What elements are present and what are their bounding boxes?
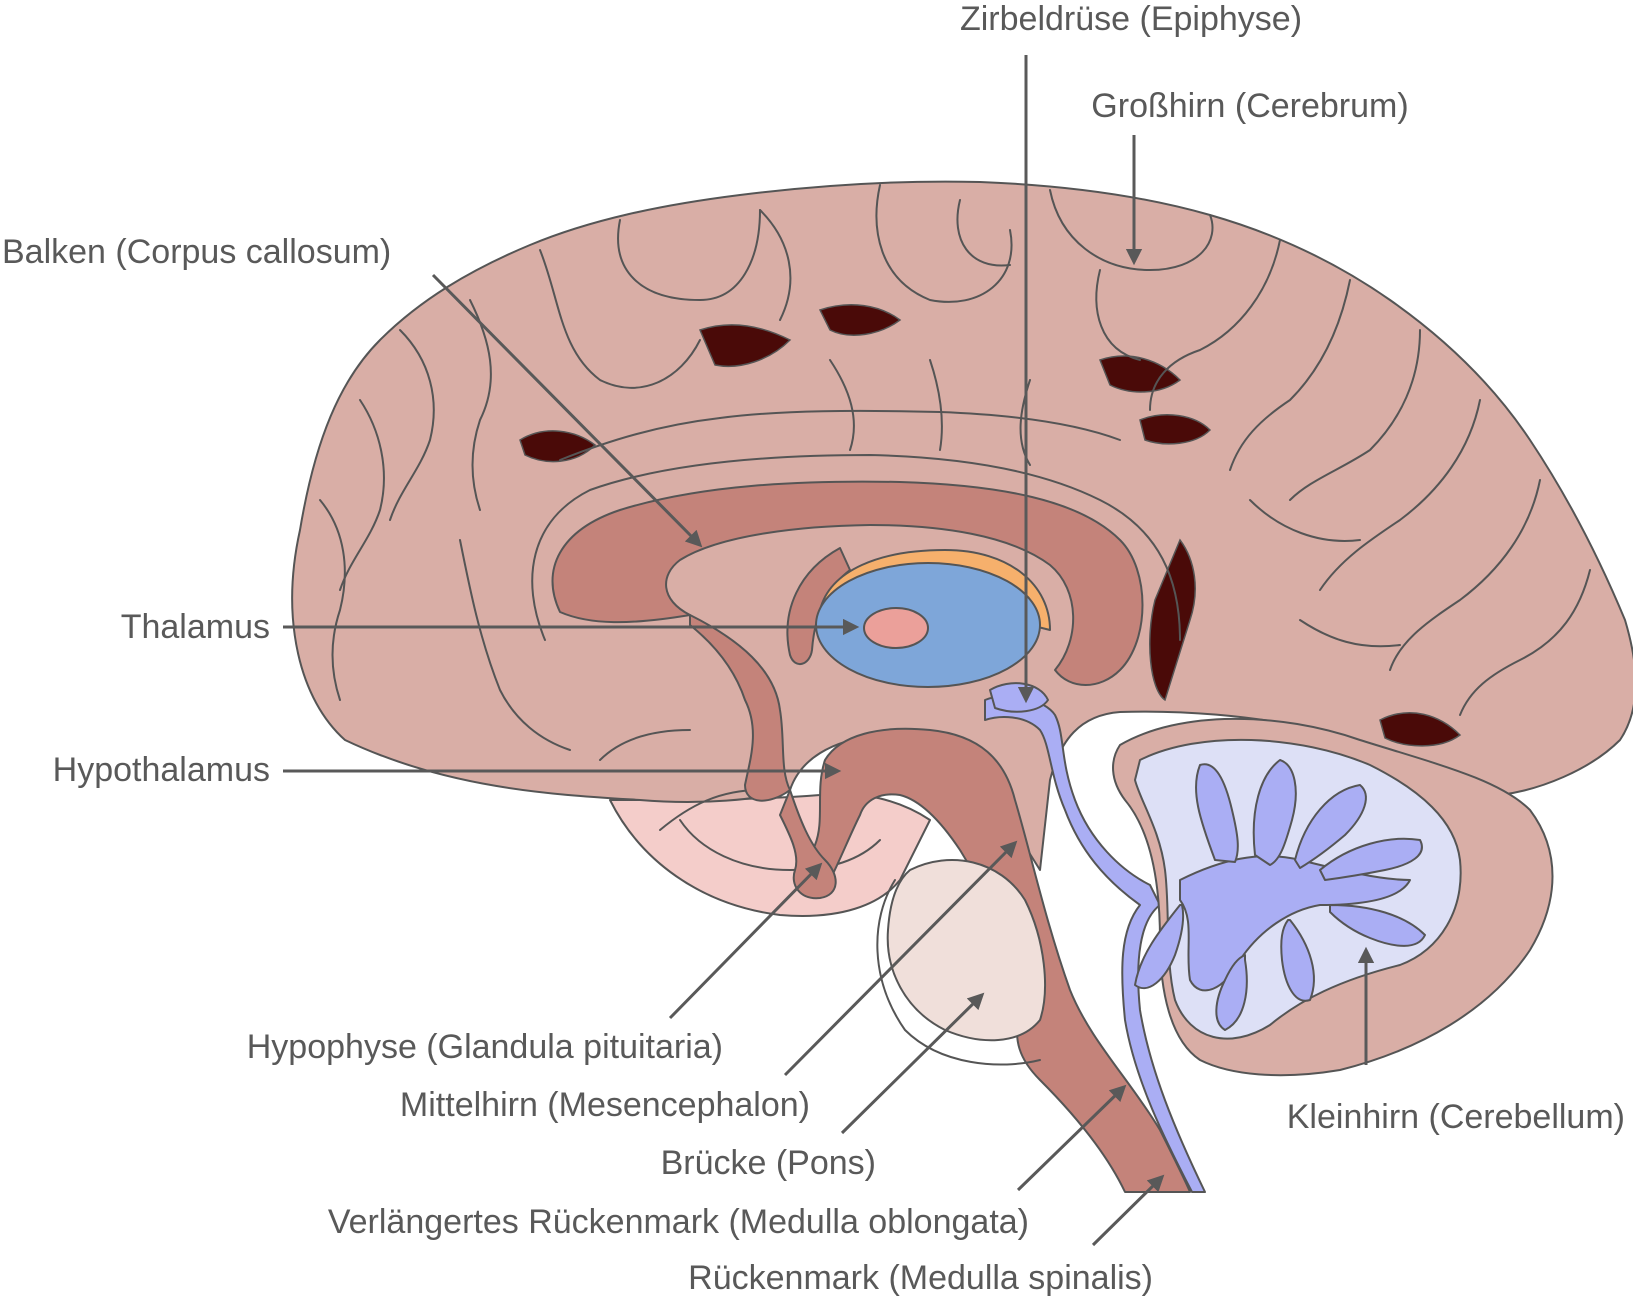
thalamus-core xyxy=(863,607,929,649)
sulcus-gap xyxy=(1149,538,1196,702)
sulcus-gap xyxy=(1379,712,1462,747)
sulcus-gap xyxy=(1139,414,1212,445)
label-cerebrum: Großhirn (Cerebrum) xyxy=(1091,87,1408,125)
label-thalamus: Thalamus xyxy=(121,608,270,646)
leader-corpus-callosum xyxy=(431,273,703,548)
leader-pituitary xyxy=(668,862,823,1020)
label-pituitary: Hypophyse (Glandula pituitaria) xyxy=(247,1028,723,1066)
pons xyxy=(886,859,1046,1042)
basal-region xyxy=(609,792,931,917)
label-hypothalamus: Hypothalamus xyxy=(53,751,270,789)
leader-medulla-oblongata xyxy=(1016,1084,1127,1192)
label-corpus-callosum: Balken (Corpus callosum) xyxy=(2,233,391,271)
sulcus-gap xyxy=(698,324,792,367)
label-midbrain: Mittelhirn (Mesencephalon) xyxy=(400,1086,810,1124)
label-cerebellum: Kleinhirn (Cerebellum) xyxy=(1287,1098,1625,1136)
sulcus-gap xyxy=(818,304,902,336)
arbor-vitae xyxy=(1134,759,1426,1031)
brainstem xyxy=(809,727,1191,1193)
anterior-column xyxy=(689,614,791,802)
cingulate-outline xyxy=(531,453,1181,641)
leader-spinal-cord xyxy=(1091,1174,1165,1247)
pons-rim xyxy=(876,879,1041,1066)
label-spinal-cord: Rückenmark (Medulla spinalis) xyxy=(688,1259,1153,1297)
gyri-lines xyxy=(319,184,1591,872)
leader-lines xyxy=(283,55,1375,1247)
label-pons: Brücke (Pons) xyxy=(661,1144,876,1182)
label-medulla-oblongata: Verlängertes Rückenmark (Medulla oblonga… xyxy=(328,1203,1029,1241)
leader-pons xyxy=(840,992,985,1135)
label-pineal: Zirbeldrüse (Epiphyse) xyxy=(960,0,1302,38)
leader-midbrain xyxy=(783,840,1018,1077)
cerebral-aqueduct xyxy=(984,694,1206,1193)
